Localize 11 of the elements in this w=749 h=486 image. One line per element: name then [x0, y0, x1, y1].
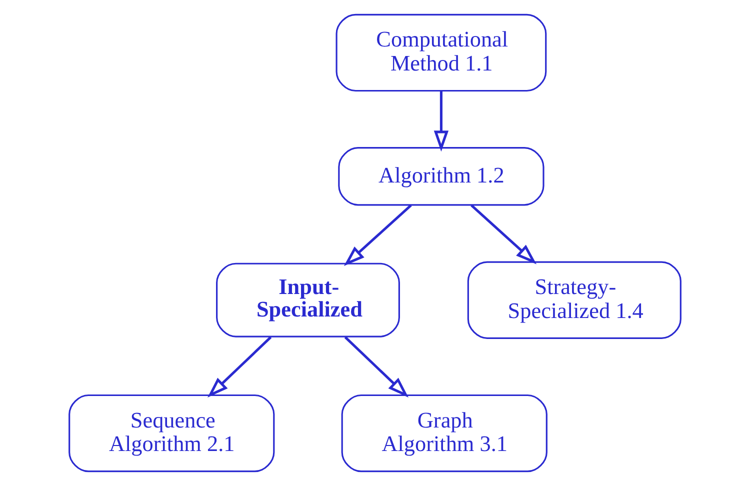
node-box: Input- Specialized	[216, 262, 400, 338]
arrow	[207, 336, 272, 398]
arrow	[433, 91, 448, 152]
node-box: Strategy- Specialized 1.4	[466, 261, 681, 339]
node-box: Computational Method 1.1	[335, 14, 546, 92]
node-box: Algorithm 1.2	[338, 147, 544, 206]
node-box: Graph Algorithm 3.1	[340, 394, 547, 472]
node-box: Sequence Algorithm 2.1	[68, 394, 274, 472]
arrow	[344, 336, 408, 398]
arrow	[470, 204, 536, 264]
arrow	[343, 204, 412, 266]
